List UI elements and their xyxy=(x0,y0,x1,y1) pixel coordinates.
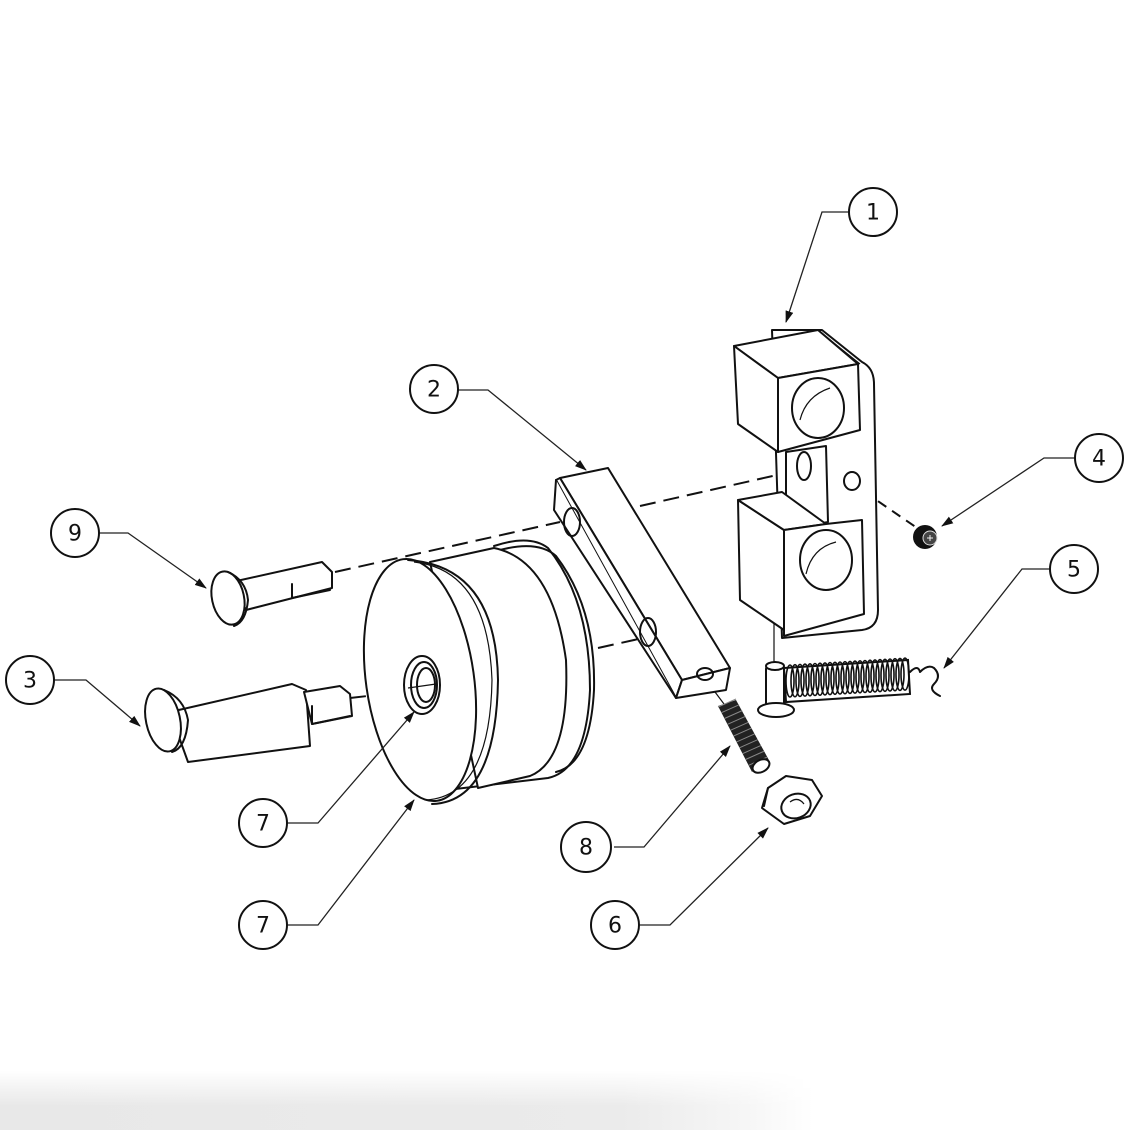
part-tension-spring xyxy=(757,657,941,718)
balloon-4: 4 xyxy=(941,433,1124,527)
balloon-8: 8 xyxy=(560,745,731,873)
part-link-bar xyxy=(553,467,731,699)
balloon-9: 9 xyxy=(50,508,207,589)
part-hex-nut xyxy=(761,775,823,825)
part-short-pivot-pin xyxy=(210,561,333,627)
balloon-7-pulley: 7 xyxy=(238,799,415,950)
bottom-shadow xyxy=(0,1070,1130,1130)
part-set-screw xyxy=(913,525,938,549)
balloon-3-label: 3 xyxy=(23,669,37,694)
balloon-8-label: 8 xyxy=(579,836,593,861)
balloon-3: 3 xyxy=(5,655,141,727)
balloon-1-label: 1 xyxy=(866,201,880,226)
balloon-6-label: 6 xyxy=(608,914,622,939)
balloon-1: 1 xyxy=(785,187,898,323)
part-pulley-wheel xyxy=(362,539,596,805)
balloon-5: 5 xyxy=(943,544,1099,669)
balloon-7-bearing-label: 7 xyxy=(256,812,270,837)
balloon-5-label: 5 xyxy=(1067,558,1081,583)
part-mounting-bracket xyxy=(733,329,879,639)
part-bearing xyxy=(403,655,441,715)
part-threaded-stud xyxy=(717,698,771,774)
balloon-2-label: 2 xyxy=(427,378,441,403)
balloon-7-pulley-label: 7 xyxy=(256,914,270,939)
balloon-2: 2 xyxy=(409,364,587,471)
balloon-7-bearing: 7 xyxy=(238,711,415,848)
balloon-6: 6 xyxy=(590,827,769,950)
balloon-4-label: 4 xyxy=(1092,447,1106,472)
balloon-9-label: 9 xyxy=(68,522,82,547)
part-long-pivot-pin xyxy=(144,683,353,763)
